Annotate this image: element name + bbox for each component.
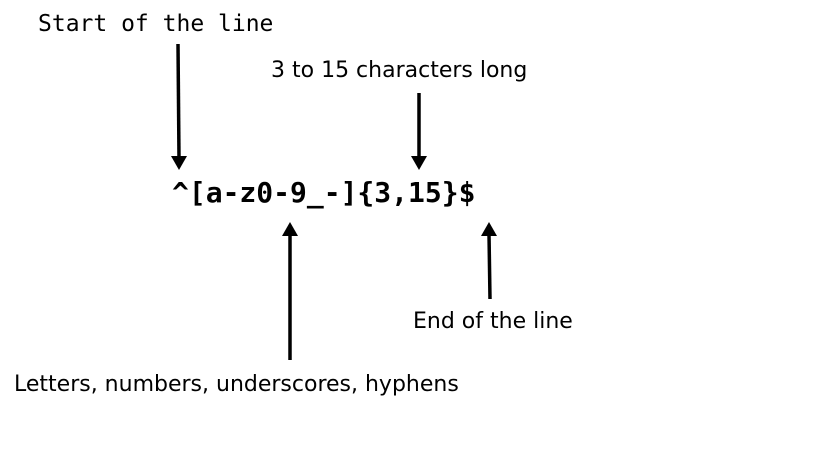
arrow-start-of-line — [171, 43, 187, 170]
arrow-length — [411, 93, 427, 170]
length-label: 3 to 15 characters long — [271, 58, 528, 83]
arrow-allowed-characters — [282, 222, 298, 360]
end-of-line-label: End of the line — [413, 309, 573, 334]
arrow-end-of-line — [481, 222, 497, 300]
allowed-characters-label: Letters, numbers, underscores, hyphens — [14, 372, 459, 397]
start-of-line-label: Start of the line — [38, 11, 274, 37]
regex-pattern: ^[a-z0-9_-]{3,15}$ — [172, 176, 476, 209]
